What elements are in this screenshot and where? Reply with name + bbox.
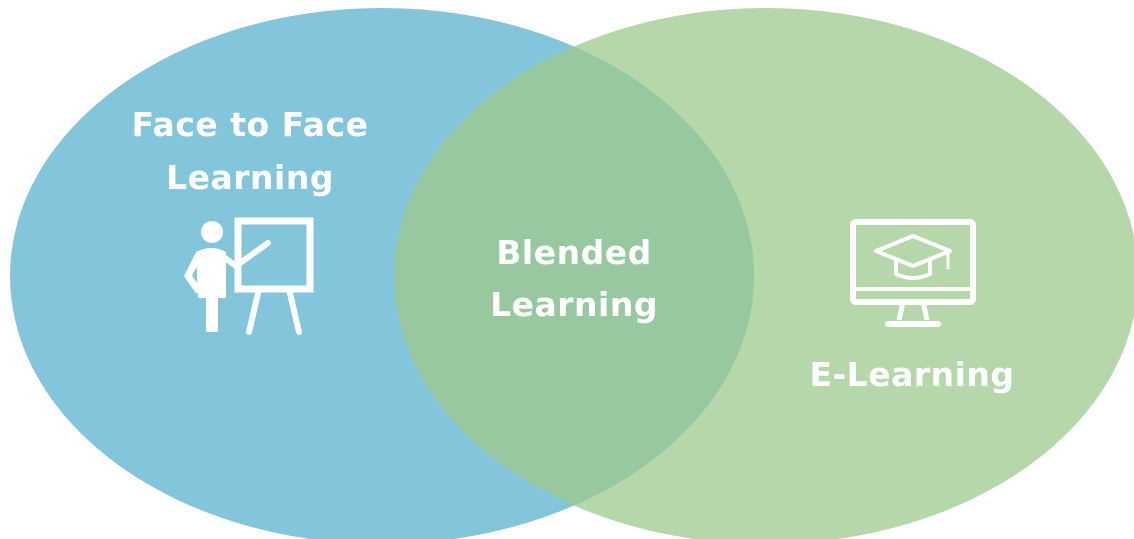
teacher-presenting-icon: [184, 217, 314, 335]
blended-label-line2: Learning: [490, 285, 658, 324]
monitor-graduation-cap-icon: [850, 219, 976, 327]
face-to-face-label-line1: Face to Face: [131, 105, 368, 144]
face-to-face-label-line2: Learning: [166, 158, 334, 197]
blended-label-line1: Blended: [496, 233, 651, 272]
blended-overlap: [394, 8, 754, 539]
e-learning-label: E-Learning: [809, 355, 1014, 394]
